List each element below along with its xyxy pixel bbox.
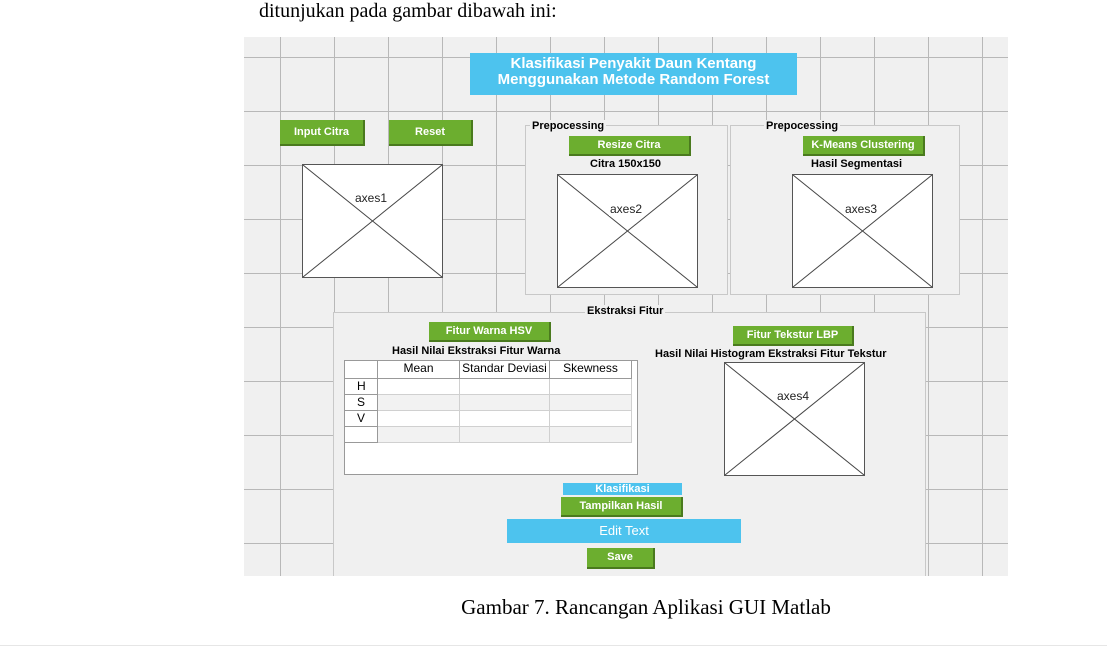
table-row-header-s: S: [345, 395, 378, 411]
hasil-histogram-tekstur-label: Hasil Nilai Histogram Ekstraksi Fitur Te…: [655, 348, 887, 360]
tampilkan-hasil-button[interactable]: Tampilkan Hasil: [561, 497, 683, 517]
axes1-label: axes1: [354, 191, 389, 205]
axes4-label: axes4: [776, 389, 811, 403]
table-cell[interactable]: [378, 411, 460, 427]
table-cell[interactable]: [550, 379, 632, 395]
table-cell[interactable]: [378, 379, 460, 395]
fitur-tekstur-lbp-button[interactable]: Fitur Tekstur LBP: [733, 326, 854, 346]
table-row-header-empty: [345, 427, 378, 443]
bottom-divider: [0, 645, 1107, 646]
table-cell[interactable]: [378, 427, 460, 443]
hasil-segmentasi-label: Hasil Segmentasi: [811, 158, 903, 170]
app-title-line2: Menggunakan Metode Random Forest: [497, 71, 770, 88]
result-edit-text[interactable]: Edit Text: [507, 519, 741, 543]
axes1-plot: axes1: [302, 164, 443, 278]
table-cell[interactable]: [550, 411, 632, 427]
resize-citra-button[interactable]: Resize Citra: [569, 136, 691, 156]
figure-caption: Gambar 7. Rancangan Aplikasi GUI Matlab: [461, 595, 831, 619]
table-cell[interactable]: [378, 395, 460, 411]
table-header-std: Standar Deviasi: [460, 361, 550, 379]
gui-design-canvas: Klasifikasi Penyakit Daun Kentang Menggu…: [244, 37, 1008, 576]
save-button[interactable]: Save: [587, 548, 655, 569]
ekstraksi-fitur-title: Ekstraksi Fitur: [585, 305, 666, 317]
intro-text: ditunjukan pada gambar dibawah ini:: [259, 0, 557, 22]
table-cell[interactable]: [460, 379, 550, 395]
preprocessing-panel-kmeans-title: Prepocessing: [764, 120, 841, 132]
table-cell[interactable]: [550, 427, 632, 443]
fitur-warna-hsv-button[interactable]: Fitur Warna HSV: [429, 322, 551, 342]
kmeans-clustering-button[interactable]: K-Means Clustering: [803, 136, 925, 156]
input-citra-button[interactable]: Input Citra: [280, 120, 365, 146]
klasifikasi-label: Klasifikasi: [563, 483, 682, 495]
table-cell[interactable]: [460, 411, 550, 427]
app-title-line1: Klasifikasi Penyakit Daun Kentang: [510, 55, 757, 72]
table-row-header-h: H: [345, 379, 378, 395]
axes3-label: axes3: [844, 202, 879, 216]
table-header-mean: Mean: [378, 361, 460, 379]
table-corner-cell: [345, 361, 378, 379]
fitur-warna-table[interactable]: Mean Standar Deviasi Skewness H S V: [344, 360, 638, 475]
placeholder-cross-icon: [303, 165, 442, 277]
table-cell[interactable]: [460, 395, 550, 411]
hasil-ekstraksi-warna-label: Hasil Nilai Ekstraksi Fitur Warna: [392, 345, 561, 357]
placeholder-cross-icon: [725, 363, 864, 475]
axes2-label: axes2: [609, 202, 644, 216]
table-row-header-v: V: [345, 411, 378, 427]
reset-button[interactable]: Reset: [389, 120, 473, 146]
app-title: Klasifikasi Penyakit Daun Kentang Menggu…: [470, 53, 797, 95]
preprocessing-panel-resize-title: Prepocessing: [530, 120, 607, 132]
citra-150-label: Citra 150x150: [590, 158, 661, 170]
axes2-plot: axes2: [557, 174, 698, 288]
table-cell[interactable]: [550, 395, 632, 411]
axes3-plot: axes3: [792, 174, 933, 288]
axes4-plot: axes4: [724, 362, 865, 476]
placeholder-cross-icon: [793, 175, 932, 287]
table-header-skewness: Skewness: [550, 361, 632, 379]
placeholder-cross-icon: [558, 175, 697, 287]
table-cell[interactable]: [460, 427, 550, 443]
